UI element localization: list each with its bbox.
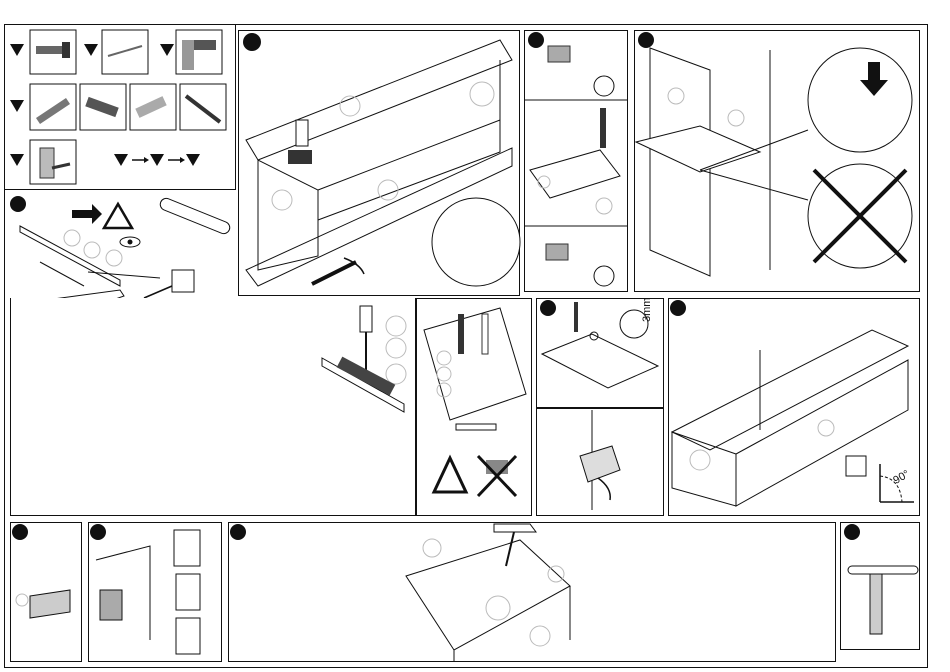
- bottom-row-art: [0, 0, 950, 672]
